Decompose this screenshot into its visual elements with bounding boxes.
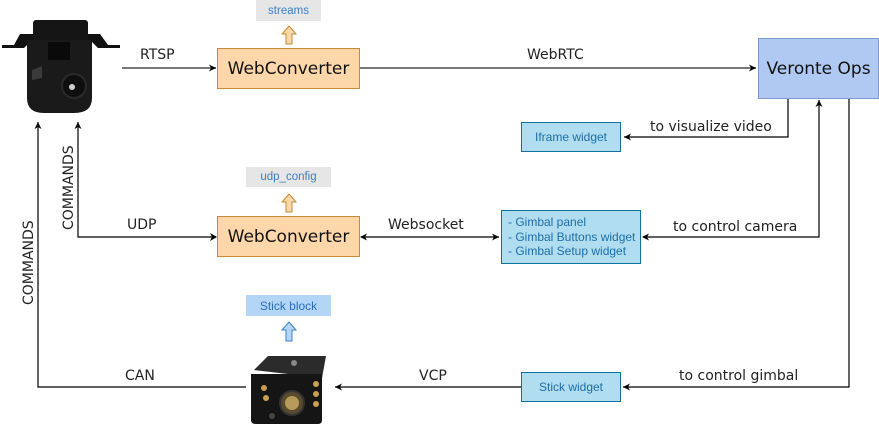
stick-block-label: Stick block <box>259 298 318 313</box>
webconverter-top[interactable]: WebConverter <box>217 48 360 89</box>
udp-config: udp_config <box>246 167 331 187</box>
commands-inner-label: COMMANDS <box>61 145 77 230</box>
streams-arrow-icon <box>280 25 298 45</box>
stick-widget-label: Stick widget <box>538 380 604 394</box>
edge-to-control-camera <box>642 100 823 241</box>
edge-to-control-gimbal <box>623 98 850 391</box>
veronte-ops-label: Veronte Ops <box>766 58 871 79</box>
gimbal-panel-item: - Gimbal panel <box>508 215 587 230</box>
udp-label: UDP <box>127 217 157 233</box>
iframe-widget[interactable]: Iframe widget <box>521 122 621 152</box>
stick-block-arrow-icon <box>280 321 298 342</box>
stick-block-config: Stick block <box>246 295 331 316</box>
streams-config: streams <box>256 0 321 21</box>
webconverter-bottom-label: WebConverter <box>227 226 350 247</box>
rtsp-label: RTSP <box>140 47 175 63</box>
can-label: CAN <box>125 368 155 384</box>
edge-commands-outer <box>34 122 246 388</box>
streams-label: streams <box>268 4 309 17</box>
udp-arrowhead <box>210 233 217 241</box>
stick-widget[interactable]: Stick widget <box>521 372 621 402</box>
udp-config-label: udp_config <box>260 171 317 183</box>
webconverter-top-label: WebConverter <box>227 58 350 79</box>
websocket-label: Websocket <box>388 217 464 233</box>
iframe-widget-label: Iframe widget <box>534 130 608 144</box>
edge-commands-inner <box>74 122 216 238</box>
gimbal-buttons-widget-item: - Gimbal Buttons widget <box>508 229 636 244</box>
autopilot-unit-image <box>251 356 326 424</box>
to-control-gimbal-label: to control gimbal <box>679 368 799 384</box>
vcp-label: VCP <box>419 368 447 384</box>
gimbal-camera-image <box>2 20 120 113</box>
to-control-camera-label: to control camera <box>673 219 798 235</box>
webrtc-label: WebRTC <box>527 47 584 63</box>
to-visualize-video-label: to visualize video <box>650 119 772 135</box>
webconverter-bottom[interactable]: WebConverter <box>217 216 360 257</box>
udp-config-arrow-icon <box>280 193 298 213</box>
commands-outer-label: COMMANDS <box>21 220 37 305</box>
gimbal-widgets[interactable]: - Gimbal panel - Gimbal Buttons widget -… <box>501 210 641 264</box>
veronte-ops[interactable]: Veronte Ops <box>758 38 879 99</box>
gimbal-setup-widget-item: - Gimbal Setup widget <box>508 244 627 259</box>
